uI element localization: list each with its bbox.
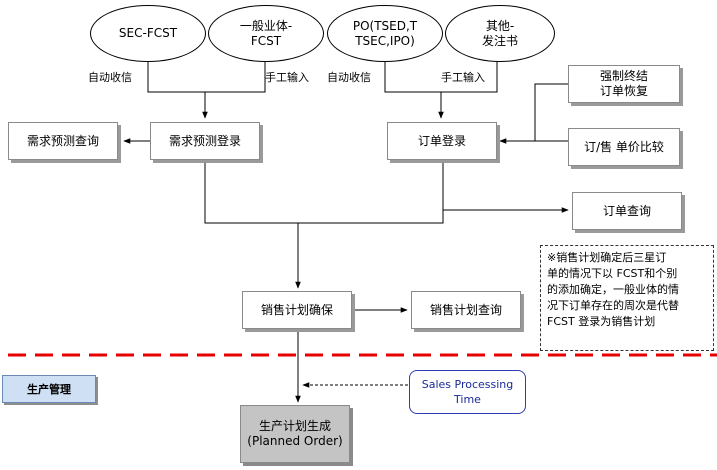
- edge-label-manual-input: 手工输入: [265, 71, 309, 84]
- demand-query-box: 需求预测查询: [8, 122, 118, 160]
- registers-merge-line: [204, 161, 444, 224]
- sales-plan-note: ※销售计划确定后三星订 单的情况下以 FCST和个别 的添加确定，一般业体的情 …: [540, 245, 714, 351]
- order-query-box: 订单查询: [572, 192, 682, 230]
- edge-label-auto-receive: 自动收信: [88, 71, 132, 84]
- order-register-box: 订单登录: [387, 122, 497, 160]
- sales-plan-query-box: 销售计划查询: [411, 291, 521, 329]
- price-compare-box: 订/售 单价比较: [568, 128, 680, 166]
- edge-label-auto-receive: 自动收信: [327, 71, 371, 84]
- production-plan-box: 生产计划生成 (Planned Order): [240, 405, 350, 463]
- sales-plan-box: 销售计划确保: [242, 291, 352, 329]
- force-end-link: [534, 83, 568, 141]
- source-sec-fcst: SEC-FCST: [90, 5, 206, 62]
- edge-label-manual-input: 手工输入: [441, 71, 485, 84]
- production-management-label: 生产管理: [2, 375, 96, 403]
- source-other: 其他- 发注书: [445, 5, 555, 62]
- source-general-fcst: 一般业体- FCST: [208, 5, 324, 62]
- sales-processing-time-box: Sales Processing Time: [409, 370, 526, 414]
- left-sources-merge-line: [147, 62, 266, 93]
- source-po: PO(TSED,T TSEC,IPO): [327, 5, 443, 62]
- force-end-restore-box: 强制终结 订单恢复: [568, 65, 680, 103]
- demand-register-box: 需求预测登录: [150, 122, 260, 160]
